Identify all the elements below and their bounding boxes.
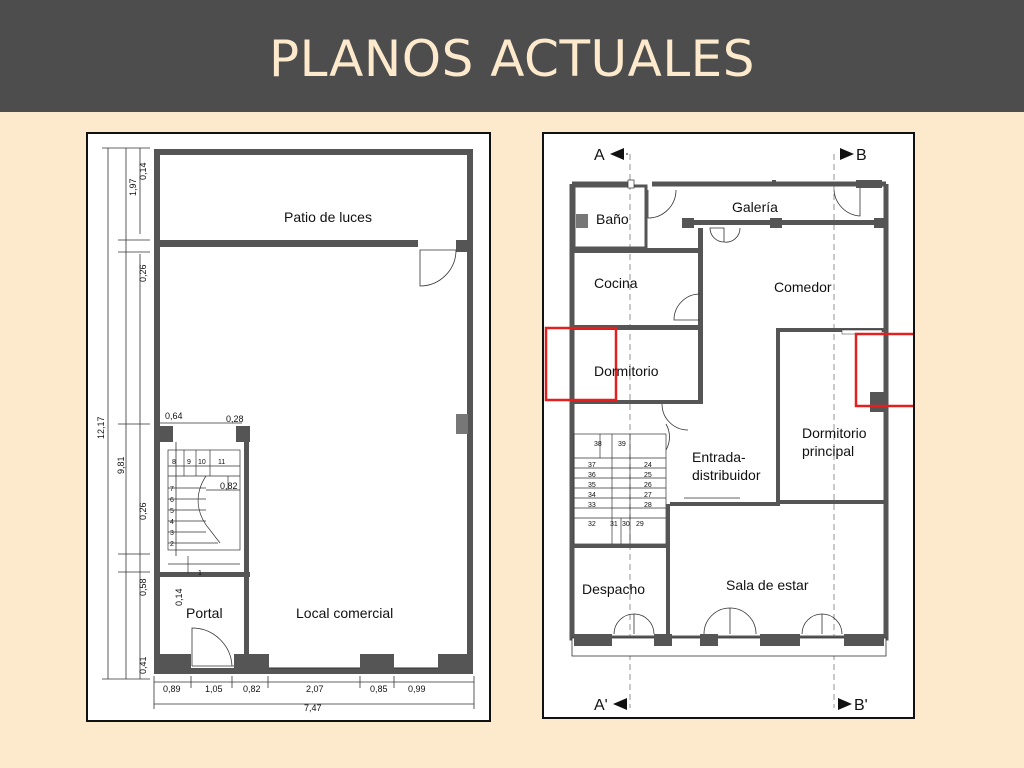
section-marker-a: A <box>594 147 605 164</box>
room-portal: Portal <box>186 605 223 621</box>
room-bano: Baño <box>596 211 629 227</box>
stair-step-36: 36 <box>588 472 596 479</box>
stair-step-37: 37 <box>588 462 596 469</box>
dim-0-82-stair: 0,82 <box>220 481 238 491</box>
room-comedor: Comedor <box>774 279 832 295</box>
dim-2-07: 2,07 <box>306 684 324 694</box>
dim-0-64: 0,64 <box>165 411 183 421</box>
stair-step-7: 7 <box>170 486 174 493</box>
section-marker-a-prime: A' <box>594 697 608 714</box>
room-dormitorio-principal-line1: Dormitorio <box>802 425 867 441</box>
dim-0-89: 0,89 <box>163 684 181 694</box>
stair-step-30: 30 <box>622 521 630 528</box>
section-marker-b-prime: B' <box>854 697 868 714</box>
room-local-comercial: Local comercial <box>296 605 393 621</box>
dim-0-85: 0,85 <box>370 684 388 694</box>
room-sala-de-estar: Sala de estar <box>726 577 809 593</box>
dim-1-97: 1,97 <box>128 178 138 196</box>
right-plan-drawing: A B A' B' <box>544 147 930 714</box>
stair-step-28: 28 <box>644 502 652 509</box>
stair-step-29: 29 <box>636 521 644 528</box>
stair-step-1: 1 <box>198 570 202 577</box>
slide-header: PLANOS ACTUALES <box>0 0 1024 112</box>
highlight-box-left <box>544 326 618 402</box>
dim-0-14-portal: 0,14 <box>174 588 184 606</box>
dim-0-41: 0,41 <box>138 656 148 674</box>
stair-step-5: 5 <box>170 508 174 515</box>
dim-0-26-top: 0,26 <box>138 264 148 282</box>
room-dormitorio-principal-line2: principal <box>802 443 854 459</box>
left-plan-drawing: 1,97 0,14 0,26 12,17 9,81 0,26 0,58 0,14… <box>96 147 475 713</box>
dim-0-99: 0,99 <box>408 684 426 694</box>
stair-step-38: 38 <box>594 441 602 448</box>
dim-1-05: 1,05 <box>205 684 223 694</box>
stair-step-39: 39 <box>618 441 626 448</box>
stair-step-34: 34 <box>588 492 596 499</box>
left-floor-plan: 1,97 0,14 0,26 12,17 9,81 0,26 0,58 0,14… <box>86 132 491 722</box>
stair-step-3: 3 <box>170 530 174 537</box>
section-marker-b: B <box>856 147 867 164</box>
room-cocina: Cocina <box>594 275 638 291</box>
stair-step-32: 32 <box>588 521 596 528</box>
stair-step-33: 33 <box>588 502 596 509</box>
stair-step-6: 6 <box>170 497 174 504</box>
stair-step-10: 10 <box>198 459 206 466</box>
stair-step-31: 31 <box>610 521 618 528</box>
room-entrada-line1: Entrada- <box>692 449 746 465</box>
room-dormitorio: Dormitorio <box>594 363 659 379</box>
room-entrada-line2: distribuidor <box>692 467 761 483</box>
stair-step-27: 27 <box>644 492 652 499</box>
dim-0-28: 0,28 <box>226 414 244 424</box>
room-patio-de-luces: Patio de luces <box>284 209 372 225</box>
slide-title: PLANOS ACTUALES <box>268 30 755 88</box>
stair-step-11: 11 <box>218 459 225 466</box>
stair-step-2: 2 <box>170 541 174 548</box>
dim-12-17: 12,17 <box>96 416 106 439</box>
stair-step-8: 8 <box>172 459 176 466</box>
stair-step-24: 24 <box>644 462 652 469</box>
room-despacho: Despacho <box>582 581 645 597</box>
dim-0-26-mid: 0,26 <box>138 502 148 520</box>
right-floor-plan: A B A' B' <box>542 132 930 719</box>
stair-step-25: 25 <box>644 472 652 479</box>
stair-step-35: 35 <box>588 482 596 489</box>
dim-9-81: 9,81 <box>116 456 126 474</box>
dim-0-14-top: 0,14 <box>138 162 148 180</box>
dim-7-47: 7,47 <box>304 703 322 713</box>
stair-step-4: 4 <box>170 519 174 526</box>
dim-0-82-bottom: 0,82 <box>243 684 261 694</box>
dim-0-58: 0,58 <box>138 578 148 596</box>
room-galeria: Galería <box>732 199 778 215</box>
stair-step-9: 9 <box>187 459 191 466</box>
stair-step-26: 26 <box>644 482 652 489</box>
